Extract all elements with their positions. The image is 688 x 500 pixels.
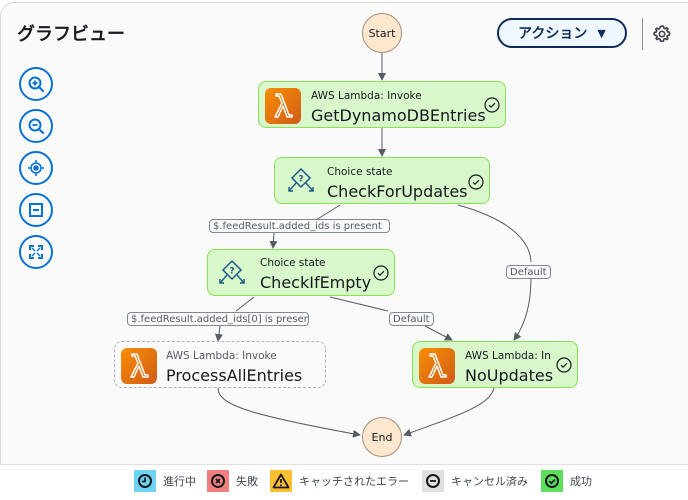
legend-item-in-progress: 進行中 [134,470,196,492]
edge-checkempty-process [218,296,255,341]
lambda-icon [121,348,157,384]
state-type: AWS Lambda: Invoke [166,350,277,362]
fit-screen-button[interactable] [19,235,53,269]
state-name: ProcessAllEntries [166,366,303,385]
state-type: AWS Lambda: Invoke [311,90,422,102]
center-button[interactable] [19,151,53,185]
collapse-icon [29,203,43,217]
legend-label: 進行中 [163,475,196,488]
edge-checkupdates-noupdates [457,204,532,340]
check-circle-icon [468,174,484,190]
collapse-button[interactable] [19,193,53,227]
edge-label-default: Default [506,265,551,279]
svg-text:?: ? [298,175,303,185]
lambda-icon [419,348,455,384]
actions-label: アクション [518,26,588,42]
warning-icon [270,470,292,492]
x-circle-icon [207,470,229,492]
state-node-no-updates[interactable]: AWS Lambda: Invoke NoUpdates [412,341,578,388]
legend-label: キャンセル済み [451,475,528,488]
edge-noupdates-end [403,387,495,437]
legend-item-caught-error: キャッチされたエラー [270,470,409,492]
check-circle-icon [373,265,389,281]
legend-item-succeeded: 成功 [541,470,592,492]
check-circle-icon [484,97,500,113]
divider [642,18,643,50]
status-legend: 進行中 失敗 キャッチされたエラー キャンセル済み 成功 [0,464,688,500]
legend-label: キャッチされたエラー [299,475,409,488]
state-type: AWS Lambda: Invoke [465,350,551,362]
caret-down-icon: ▼ [597,26,606,40]
fit-screen-icon [29,245,43,259]
state-name: CheckIfEmpty [260,273,372,292]
edge-checkempty-noupdates [329,296,452,340]
state-type: Choice state [260,257,326,269]
edge-label-added-ids0-present: $.feedResult.added_ids[0] is present [127,312,309,326]
lambda-icon [265,88,301,124]
check-circle-icon [556,357,572,373]
zoom-out-icon [28,118,45,135]
legend-label: 成功 [570,475,592,488]
zoom-in-button[interactable] [19,67,53,101]
graph-canvas[interactable] [0,2,688,465]
choice-state-icon: ? [219,259,245,284]
state-type: Choice state [327,166,393,178]
state-node-process-all-entries[interactable]: AWS Lambda: Invoke ProcessAllEntries [114,341,326,388]
zoom-out-button[interactable] [19,109,53,143]
choice-state-icon: ? [288,167,314,192]
svg-text:?: ? [229,267,234,277]
state-name: GetDynamoDBEntries [311,106,486,125]
minus-circle-icon [422,470,444,492]
edge-checkupdates-checkempty [273,204,341,248]
check-circle-icon [541,470,563,492]
gear-icon[interactable] [652,24,672,44]
center-icon [28,160,44,176]
clock-icon [134,470,156,492]
legend-item-failed: 失敗 [207,470,258,492]
state-node-get-dynamodb-entries[interactable]: AWS Lambda: Invoke GetDynamoDBEntries [258,81,506,128]
state-node-check-if-empty[interactable]: ? Choice state CheckIfEmpty [207,249,395,296]
graph-edges [0,53,532,438]
edge-label-default: Default [389,312,434,326]
state-name: CheckForUpdates [327,182,468,201]
zoom-in-icon [28,76,45,93]
edge-label-added-ids-present: $.feedResult.added_ids is present [209,219,390,233]
actions-button[interactable]: アクション ▼ [497,18,627,48]
state-name: NoUpdates [465,366,553,385]
state-node-check-for-updates[interactable]: ? Choice state CheckForUpdates [274,157,490,204]
legend-item-cancelled: キャンセル済み [422,470,528,492]
legend-label: 失敗 [236,475,258,488]
start-node[interactable]: Start [362,13,402,53]
edge-process-end [217,387,361,438]
page-title: グラフビュー [17,24,125,45]
end-node[interactable]: End [362,417,402,457]
